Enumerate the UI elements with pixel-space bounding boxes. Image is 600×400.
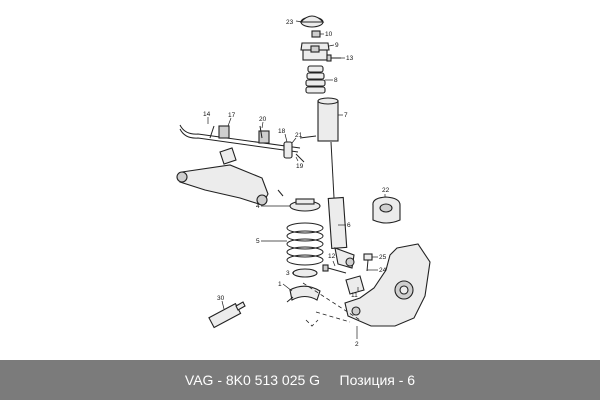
callout-23: 23 [286,19,294,26]
callout-17: 17 [228,112,236,119]
shock-absorber [327,141,355,269]
lower-control-arm [176,147,284,206]
lower-spring-seat [292,268,318,278]
wheel-knuckle [344,243,431,327]
ball-joint [345,275,365,295]
dust-boot [317,97,339,142]
clamp-bolts [209,125,317,139]
callout-30: 30 [217,295,225,302]
footer-part-info: VAG - 8K0 513 025 G Позиция - 6 [184,372,416,388]
callout-1: 1 [278,281,282,288]
callout-18: 18 [278,128,286,135]
grease-tube [208,301,246,329]
knuckle-bolt [322,264,347,274]
footer-bar: VAG - 8K0 513 025 G Позиция - 6 [0,360,600,400]
suspension-exploded-diagram: 23 10 9 13 8 7 14 17 20 18 21 19 22 4 6 … [176,15,431,348]
callout-19: 19 [296,163,304,170]
callout-8: 8 [334,77,338,84]
upper-spring-seat [289,198,321,212]
coil-spring [286,222,324,266]
bushing [372,196,401,224]
level-sensor [363,253,373,272]
callout-6: 6 [347,222,351,229]
callout-11: 11 [351,292,358,299]
callout-14: 14 [203,111,211,118]
leader-lines [207,20,386,339]
callout-20: 20 [259,116,267,123]
callout-labels: 23 10 9 13 8 7 14 17 20 18 21 19 22 4 6 … [203,19,390,348]
callout-3: 3 [286,270,290,277]
callout-9: 9 [335,42,339,49]
callout-12: 12 [328,253,336,260]
callout-13: 13 [346,55,354,62]
nut [311,30,321,38]
callout-21: 21 [295,132,303,139]
callout-5: 5 [256,238,260,245]
bump-stop [305,65,326,94]
callout-2: 2 [355,341,359,348]
top-mount [300,42,330,61]
stabilizer-link [283,141,305,163]
spring-pad [286,285,321,303]
callout-10: 10 [325,31,333,38]
callout-22: 22 [382,187,390,194]
callout-24: 24 [379,267,387,274]
top-cap [299,15,325,28]
stabilizer-bar [179,124,301,153]
assembly-lines [302,282,361,327]
callout-25: 25 [379,254,387,261]
callout-4: 4 [256,203,260,210]
callout-7: 7 [344,112,348,119]
mount-bolt [326,54,341,62]
